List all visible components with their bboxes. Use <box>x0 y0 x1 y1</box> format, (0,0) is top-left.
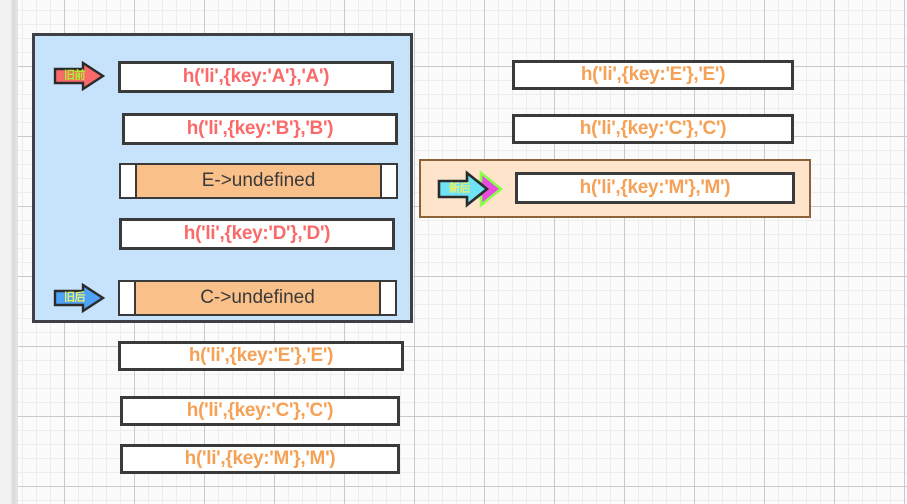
arrow-right-dual-icon <box>437 170 504 208</box>
patch-label-e: E->undefined <box>135 165 382 197</box>
old-patch-bar-c[interactable]: C->undefined <box>118 280 397 316</box>
new-vnode-box-c[interactable]: h('li',{key:'C'},'C') <box>512 114 794 144</box>
new-vnode-box-e[interactable]: h('li',{key:'E'},'E') <box>512 60 794 90</box>
pointer-old-end[interactable]: 旧后 <box>53 282 106 314</box>
old-vnode-box-b[interactable]: h('li',{key:'B'},'B') <box>122 113 398 145</box>
canvas-left-gutter <box>0 0 18 504</box>
pointer-old-start[interactable]: 旧前 <box>53 60 106 92</box>
patch-cap-left <box>121 165 135 197</box>
result-vnode-box-e[interactable]: h('li',{key:'E'},'E') <box>118 341 404 371</box>
patch-cap-right <box>381 282 395 314</box>
result-vnode-box-c[interactable]: h('li',{key:'C'},'C') <box>120 396 400 426</box>
patch-cap-left <box>120 282 134 314</box>
patch-cap-right <box>382 165 396 197</box>
result-vnode-box-m[interactable]: h('li',{key:'M'},'M') <box>120 444 400 474</box>
new-vnode-box-m[interactable]: h('li',{key:'M'},'M') <box>515 172 795 204</box>
patch-label-c: C->undefined <box>134 282 381 314</box>
old-patch-bar-e[interactable]: E->undefined <box>119 163 398 199</box>
old-vnode-box-d[interactable]: h('li',{key:'D'},'D') <box>119 218 395 250</box>
old-vnode-box-a[interactable]: h('li',{key:'A'},'A') <box>118 61 394 93</box>
arrow-right-icon <box>53 282 106 314</box>
arrow-right-icon <box>53 60 106 92</box>
pointer-new-end[interactable]: 新后 <box>437 170 505 208</box>
